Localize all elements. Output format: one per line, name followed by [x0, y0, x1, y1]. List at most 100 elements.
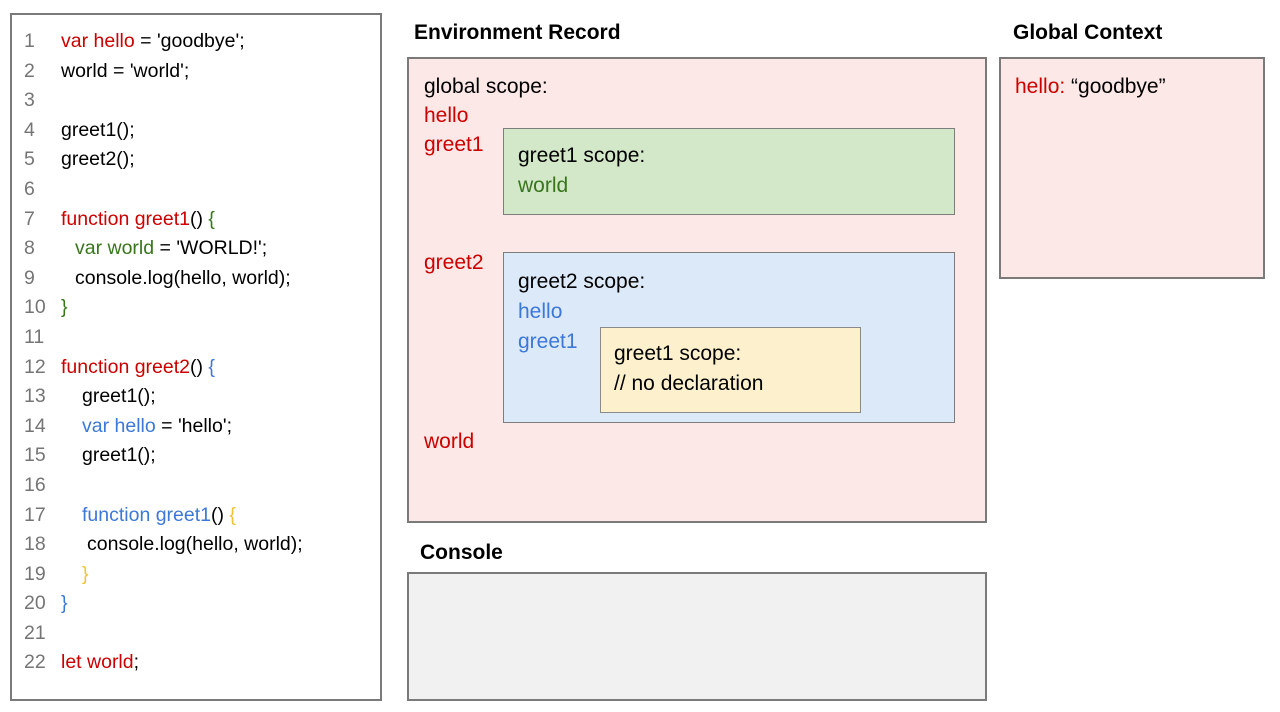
code-token: } [82, 562, 89, 585]
line-number: 10 [24, 296, 46, 319]
console-title: Console [420, 541, 503, 564]
code-text: } [61, 560, 89, 590]
greet1-scope-box: greet1 scope: world [503, 128, 955, 215]
code-line: 18 console.log(hello, world); [24, 530, 380, 560]
line-number: 19 [24, 562, 46, 585]
code-line: 7 function greet1() { [24, 205, 380, 235]
code-line: 4 greet1(); [24, 116, 380, 146]
line-number: 6 [24, 177, 35, 200]
line-number: 11 [24, 325, 45, 348]
code-line: 15 greet1(); [24, 441, 380, 471]
code-token: = 'hello'; [155, 414, 233, 437]
code-text: function greet1() { [61, 501, 236, 531]
code-text: greet1(); [61, 116, 135, 146]
global-context-entry-key: hello: [1015, 75, 1066, 98]
code-token: function greet1 [61, 207, 191, 230]
code-token: { [208, 207, 215, 230]
code-line: 3 [24, 86, 380, 116]
code-line: 11 [24, 323, 380, 353]
code-line: 1 var hello = 'goodbye'; [24, 27, 380, 57]
code-text: greet1(); [61, 441, 156, 471]
greet2-scope-title: greet2 scope: [518, 270, 646, 293]
var-label-hello: hello [424, 104, 469, 127]
environment-record-title: Environment Record [414, 21, 621, 44]
greet1-scope-var-world: world [518, 174, 569, 197]
line-number: 21 [24, 621, 46, 644]
code-panel: 1 var hello = 'goodbye'; 2 world = 'world';… [10, 13, 382, 701]
line-number: 3 [24, 89, 35, 112]
code-line: 13 greet1(); [24, 382, 380, 412]
code-line: 6 [24, 175, 380, 205]
inner-greet1-scope-comment: // no declaration [614, 372, 764, 395]
code-token: function greet1 [82, 503, 212, 526]
global-context-entry: hello: “goodbye” [1015, 72, 1263, 102]
code-token: var hello [61, 30, 135, 52]
line-number: 22 [24, 651, 46, 674]
code-line: 21 [24, 619, 380, 649]
code-token: function greet2 [61, 355, 191, 378]
line-number: 16 [24, 473, 46, 496]
code-line: 16 [24, 471, 380, 501]
line-number: 2 [24, 59, 35, 82]
code-text: var world = 'WORLD!'; [61, 234, 267, 264]
inner-greet1-scope-title: greet1 scope: [614, 342, 742, 365]
code-token: world = 'world'; [61, 59, 190, 82]
line-number: 7 [24, 207, 35, 230]
code-text: } [61, 589, 68, 619]
code-text: function greet2() { [61, 353, 215, 383]
code-text: greet1(); [61, 382, 156, 412]
code-token: { [208, 355, 215, 378]
code-line: 17 function greet1() { [24, 501, 380, 531]
line-number: 14 [24, 414, 46, 437]
greet2-scope-box: greet2 scope: hello greet1 greet1 scope:… [503, 252, 955, 423]
code-text: world = 'world'; [61, 57, 189, 87]
code-token: var world [75, 237, 155, 260]
line-number: 4 [24, 118, 35, 141]
var-label-greet1: greet1 [424, 133, 484, 156]
code-text: console.log(hello, world); [61, 530, 303, 560]
code-token: { [229, 503, 236, 526]
code-lines: 1 var hello = 'goodbye'; 2 world = 'world';… [24, 27, 380, 678]
code-line: 20} [24, 589, 380, 619]
line-number: 12 [24, 355, 46, 378]
code-text: var hello = 'goodbye'; [61, 27, 245, 57]
line-number: 15 [24, 444, 46, 467]
global-context-entry-value: “goodbye” [1065, 75, 1166, 98]
code-line: 10} [24, 293, 380, 323]
code-token: () [190, 355, 209, 378]
line-number: 8 [24, 237, 35, 260]
line-number: 17 [24, 503, 46, 526]
code-text: function greet1() { [61, 205, 215, 235]
line-number: 1 [24, 30, 35, 52]
environment-record-box: global scope: hello greet1 greet2 world … [407, 57, 987, 523]
code-token: greet1(); [61, 118, 135, 141]
global-context-title: Global Context [1013, 21, 1163, 44]
line-number: 20 [24, 592, 46, 615]
console-output-box [407, 572, 987, 701]
code-text: } [61, 293, 68, 323]
var-label-world: world [424, 430, 475, 453]
code-token: = 'goodbye'; [134, 30, 245, 52]
code-token: } [61, 592, 68, 615]
var-label-greet2: greet2 [424, 251, 484, 274]
code-text: let world; [61, 648, 139, 678]
line-number: 13 [24, 385, 46, 408]
code-line: 14 var hello = 'hello'; [24, 412, 380, 442]
line-number: 18 [24, 533, 46, 556]
line-number: 9 [24, 266, 35, 289]
code-text: console.log(hello, world); [61, 264, 291, 294]
code-line: 9 console.log(hello, world); [24, 264, 380, 294]
greet1-scope-title: greet1 scope: [518, 144, 646, 167]
code-line: 12 function greet2() { [24, 353, 380, 383]
code-token: = 'WORLD!'; [154, 237, 268, 260]
greet2-scope-var-greet1: greet1 [518, 330, 578, 353]
code-token: greet2(); [61, 148, 135, 171]
code-token: let world [61, 651, 134, 674]
code-text: var hello = 'hello'; [61, 412, 232, 442]
greet2-scope-var-hello: hello [518, 300, 563, 323]
global-scope-label: global scope: [424, 75, 548, 98]
code-line: 19} [24, 560, 380, 590]
code-token: } [61, 296, 68, 319]
